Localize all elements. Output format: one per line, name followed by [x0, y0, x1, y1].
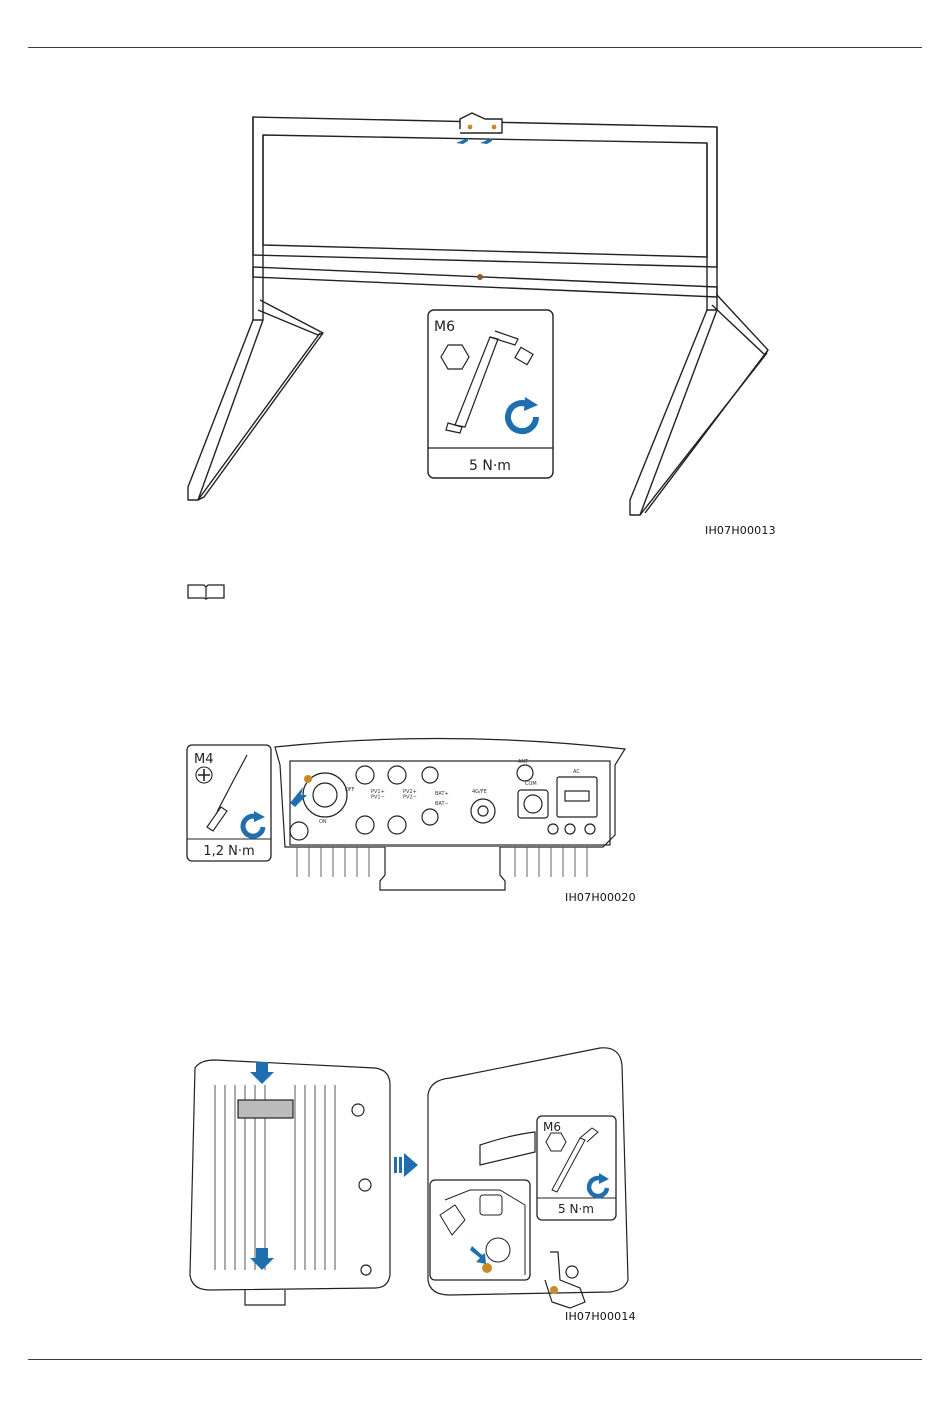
book-icon — [186, 582, 226, 600]
callout-torque-label: 5 N·m — [469, 458, 511, 474]
label-off: OFF — [345, 787, 355, 793]
label-pv2: PV2+PV2− — [403, 789, 417, 801]
label-bat-minus: BAT− — [435, 801, 449, 807]
detail-inset — [430, 1180, 530, 1280]
header-rule — [28, 47, 922, 48]
phillips-icon — [196, 767, 212, 783]
label-fe: 4G/FE — [472, 789, 487, 795]
callout-bolt-label: M6 — [434, 319, 455, 335]
callout-bolt-label: M4 — [194, 752, 214, 767]
figure-id: IH07H00020 — [565, 891, 636, 904]
figure-inverter-mount: M6 5 N·m — [180, 1040, 640, 1315]
label-ant: ANT — [518, 759, 529, 765]
label-on: ON — [319, 819, 327, 825]
figure-mounting-frame: M6 5 N·m — [180, 105, 780, 535]
footer-rule — [28, 1359, 922, 1360]
callout-torque-label: 1,2 N·m — [203, 844, 254, 859]
callout-torque-label: 5 N·m — [558, 1202, 594, 1216]
label-pv1: PV1+PV1− — [371, 789, 385, 801]
label-com: COM — [525, 781, 537, 787]
label-bat-plus: BAT+ — [435, 791, 449, 797]
label-ac: AC — [573, 769, 580, 775]
figure-inverter-bottom: M4 1,2 N·m OFF ON PV1+PV1− PV2+PV2− BAT+… — [185, 735, 635, 895]
callout-bolt-label: M6 — [543, 1120, 561, 1134]
figure-id: IH07H00013 — [705, 524, 776, 537]
figure-id: IH07H00014 — [565, 1310, 636, 1323]
torque-callout-1 — [428, 310, 553, 478]
